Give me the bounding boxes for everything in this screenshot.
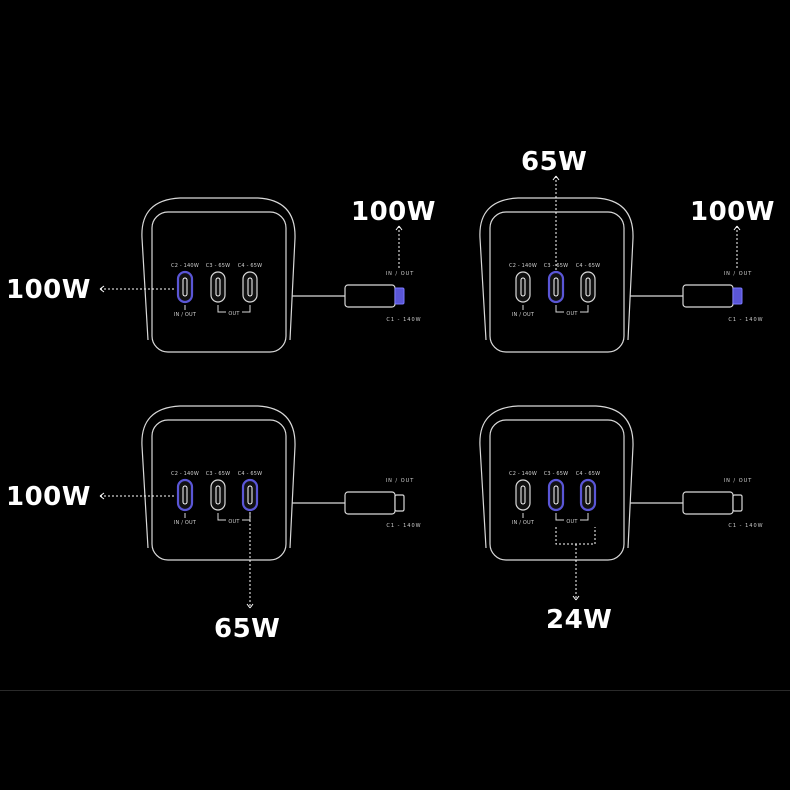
port-c2-mode-label: IN / OUT [174, 312, 197, 318]
port-c4-label: C4 - 65W [576, 471, 601, 477]
cable [630, 284, 743, 308]
left-power-label: 100W [6, 482, 91, 512]
port-c2-mode-label: IN / OUT [512, 520, 535, 526]
out-group-label: OUT [566, 519, 578, 525]
cable-power-label: 100W [690, 197, 775, 227]
panel-4: C2 - 140W C3 - 65W C4 - 65W IN / OUT OUT… [479, 405, 763, 635]
cable [630, 491, 743, 515]
charger-body [141, 405, 296, 561]
out-group-label: OUT [566, 311, 578, 317]
port-c4 [580, 271, 596, 303]
out-group-label: OUT [228, 519, 240, 525]
arrow-top [552, 175, 560, 270]
port-c4 [241, 478, 259, 512]
port-c2 [176, 270, 194, 304]
left-power-label: 100W [6, 275, 91, 305]
charger-body [479, 197, 634, 353]
cable-port-label: C1 - 140W [386, 317, 421, 323]
port-c2-mode-label: IN / OUT [512, 312, 535, 318]
port-c2-mode-label: IN / OUT [174, 520, 197, 526]
port-c2-label: C2 - 140W [171, 471, 199, 477]
cable-mode-label: IN / OUT [724, 478, 753, 484]
arrow-left [99, 285, 176, 293]
port-c3-label: C3 - 65W [206, 263, 231, 269]
charger-body [141, 197, 296, 353]
bottom-power-label: 24W [546, 605, 612, 635]
port-c2-label: C2 - 140W [171, 263, 199, 269]
panel-1: C2 - 140W C3 - 65W C4 - 65W IN / OUT OUT… [6, 197, 436, 353]
arrow-cable [395, 225, 403, 268]
port-c2 [176, 478, 194, 512]
port-c2 [515, 479, 531, 511]
port-c4-label: C4 - 65W [238, 471, 263, 477]
arrow-bottom [555, 527, 596, 601]
cable-plug-tip [394, 287, 405, 305]
cable-plug-tip [732, 494, 743, 512]
port-c4 [242, 271, 258, 303]
cable-mode-label: IN / OUT [386, 478, 415, 484]
port-c2-label: C2 - 140W [509, 471, 537, 477]
cable-plug-tip [732, 287, 743, 305]
port-c3 [210, 479, 226, 511]
cable [292, 284, 405, 308]
bottom-power-label: 65W [214, 614, 280, 644]
port-c4 [579, 478, 597, 512]
arrow-cable [733, 225, 741, 268]
arrow-bottom [246, 512, 254, 609]
cable-mode-label: IN / OUT [386, 271, 415, 277]
charger-body [479, 405, 634, 561]
port-c4-label: C4 - 65W [576, 263, 601, 269]
port-c2-label: C2 - 140W [509, 263, 537, 269]
port-c3 [547, 270, 565, 304]
top-power-label: 65W [521, 147, 587, 177]
port-c4-label: C4 - 65W [238, 263, 263, 269]
bottom-divider [0, 690, 790, 691]
cable-power-label: 100W [351, 197, 436, 227]
panel-2: C2 - 140W C3 - 65W C4 - 65W IN / OUT OUT… [479, 147, 775, 353]
port-c3 [210, 271, 226, 303]
cable-mode-label: IN / OUT [724, 271, 753, 277]
cable-port-label: C1 - 140W [728, 317, 763, 323]
out-group-label: OUT [228, 311, 240, 317]
cable-port-label: C1 - 140W [728, 523, 763, 529]
cable-port-label: C1 - 140W [386, 523, 421, 529]
arrow-left [99, 492, 176, 500]
port-c3-label: C3 - 65W [544, 471, 569, 477]
port-c2 [515, 271, 531, 303]
port-c3-label: C3 - 65W [206, 471, 231, 477]
panel-3: C2 - 140W C3 - 65W C4 - 65W IN / OUT OUT… [6, 405, 421, 644]
cable [292, 491, 405, 515]
cable-plug-tip [394, 494, 405, 512]
port-c3 [547, 478, 565, 512]
